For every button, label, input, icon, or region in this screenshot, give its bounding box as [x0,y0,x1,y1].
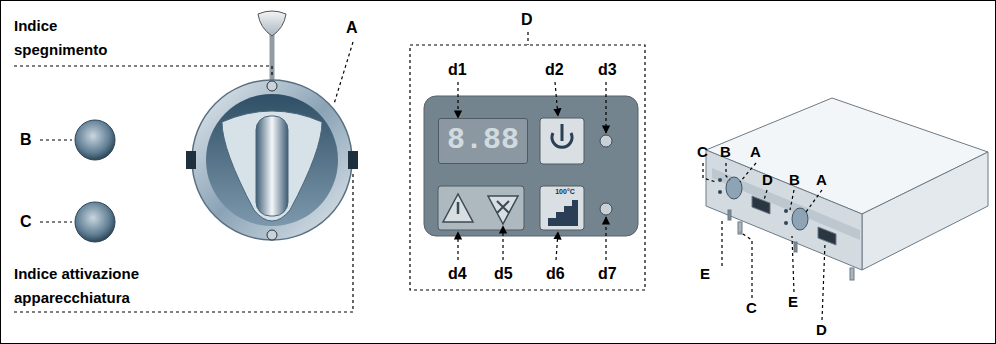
callout-number: d5 [494,262,513,286]
part-letter: D [521,8,533,32]
part-letter: B [20,128,32,152]
part-letter: C [746,296,757,320]
control-panel [410,32,645,290]
part-letter: B [789,168,800,192]
part-letter: C [20,210,32,234]
callout-arrow [458,82,606,260]
callout-number: d4 [448,262,467,286]
callout-number: d3 [598,58,617,82]
part-letter: A [750,140,761,164]
part-letter: A [816,168,827,192]
part-letter: E [788,290,798,314]
callout-number: d7 [598,262,617,286]
callout-number: d1 [448,58,467,82]
part-note: Indice attivazione apparecchiatura [14,262,164,310]
control-knob [186,11,358,240]
part-letter: D [816,318,827,342]
push-button [75,120,115,242]
callout-number: d2 [545,58,564,82]
node-text: 8.88 [439,124,527,157]
callout-number: d6 [546,262,565,286]
part-letter: E [700,262,710,286]
part-letter: A [346,16,358,40]
leader-line [14,42,353,312]
part-letter: B [720,140,731,164]
part-note: Indice spegnimento [14,14,134,62]
node-text: 100°C [540,188,590,196]
digital-display: 8.88 [438,118,528,164]
leader-line [703,163,825,320]
heat-button: 100°C [540,186,590,230]
part-letter: C [697,140,708,164]
appliance-body [706,98,988,280]
part-letter: D [762,168,773,192]
